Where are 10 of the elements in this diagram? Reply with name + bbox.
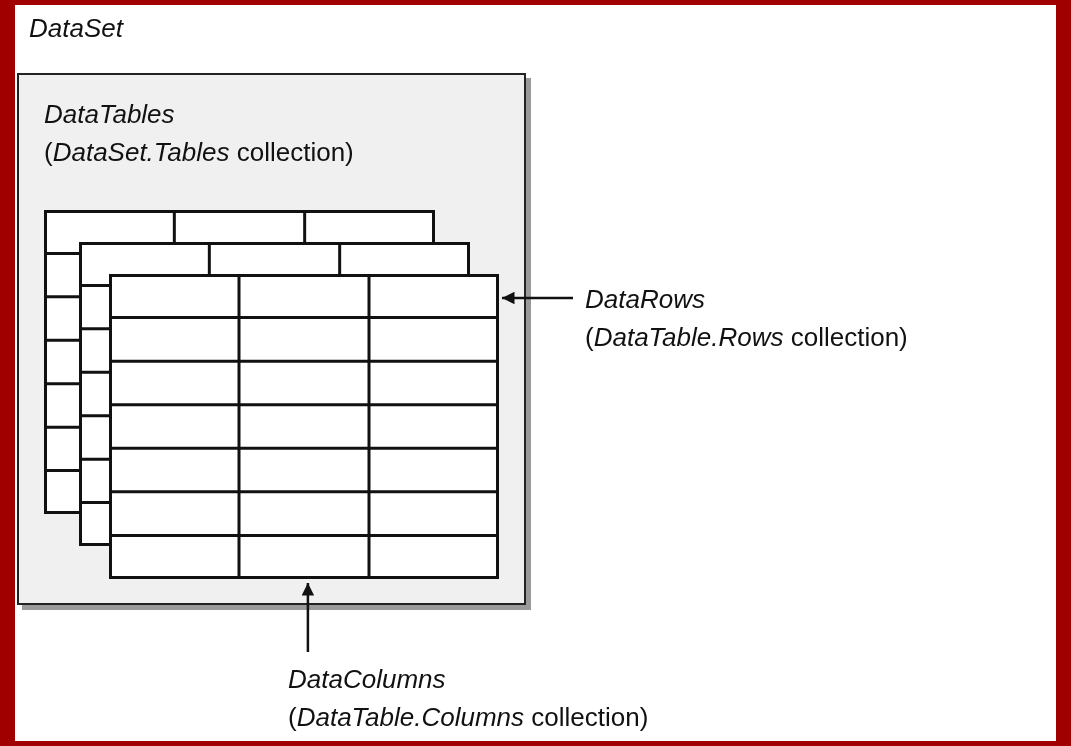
heading: DataRows (585, 283, 706, 316)
heading: DataTables (44, 98, 176, 131)
arrow (301, 583, 315, 652)
description: (DataTable.Columns collection) (288, 701, 650, 734)
heading: DataSet (29, 12, 123, 45)
description: (DataTable.Rows collection) (585, 321, 909, 354)
arrow (502, 291, 573, 305)
heading: DataColumns (288, 663, 447, 696)
data-table-grid (109, 274, 499, 579)
description: (DataSet.Tables collection) (44, 136, 355, 169)
